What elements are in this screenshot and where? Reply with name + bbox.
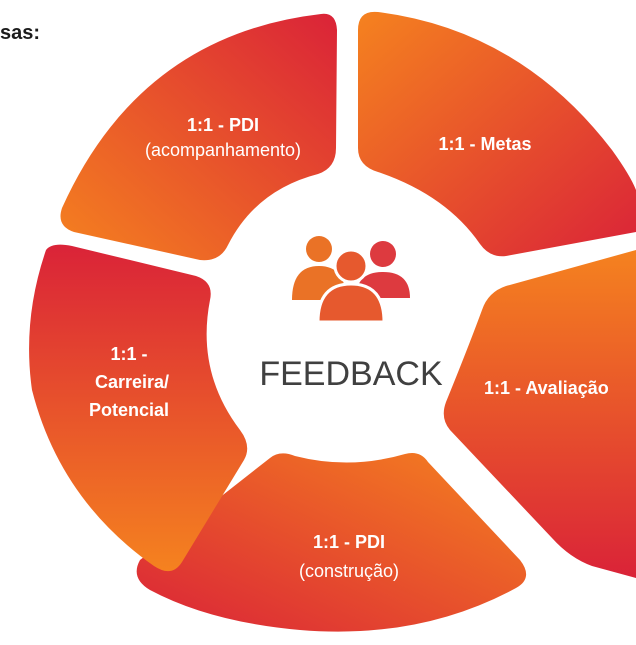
segment-label-subtitle: (construção) bbox=[299, 561, 399, 581]
segment-pdi-acompanhamento bbox=[60, 13, 337, 261]
segment-label-title: 1:1 - PDI bbox=[313, 532, 385, 552]
center-label: FEEDBACK bbox=[259, 355, 443, 393]
segment-label-title: 1:1 - Metas bbox=[438, 134, 531, 154]
segment-label-title: 1:1 - Avaliação bbox=[484, 378, 609, 398]
people-group-icon bbox=[292, 236, 410, 324]
segment-label-title: 1:1 - bbox=[110, 344, 147, 364]
segment-pdi-construcao bbox=[136, 453, 527, 632]
segment-metas bbox=[358, 11, 636, 257]
segment-carreira-potencial bbox=[29, 244, 248, 572]
segment-label-subtitle: (acompanhamento) bbox=[145, 140, 301, 160]
page-heading: sas: bbox=[0, 22, 41, 44]
segment-label-title: 1:1 - PDI bbox=[187, 115, 259, 135]
segment-avaliacao bbox=[443, 250, 636, 578]
segment-label-subtitle: Carreira/ bbox=[95, 372, 169, 392]
segment-label-extra: Potencial bbox=[89, 400, 169, 420]
